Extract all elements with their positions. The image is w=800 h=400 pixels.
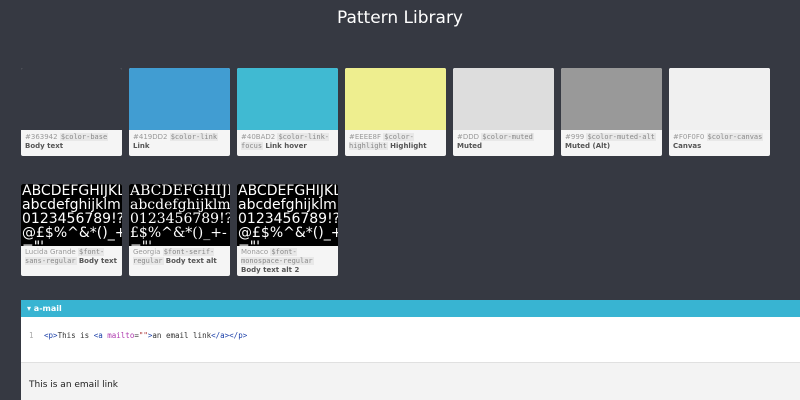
font-sample-card: ABCDEFGHIJKLM abcdefghijklmn 0123456789!… — [237, 184, 338, 276]
line-number: 1 — [29, 331, 34, 340]
font-caption: Monaco $font-monospace-regular Body text… — [237, 246, 338, 276]
color-chip — [453, 68, 554, 130]
code-block: 1 <p>This is <a mailto="">an email link<… — [21, 317, 800, 363]
page-title: Pattern Library — [336, 8, 463, 28]
color-chip — [669, 68, 770, 130]
font-label: Body text alt — [165, 257, 217, 265]
code-token: </a> — [211, 331, 230, 340]
code-token: "" — [138, 331, 148, 340]
font-label: Body text — [78, 257, 117, 265]
color-swatch: #40BAD2 $color-link-focus Link hover — [237, 68, 338, 156]
color-chip — [21, 68, 122, 130]
color-chip — [129, 68, 230, 130]
swatch-label: Highlight — [390, 142, 427, 150]
code-token: = — [134, 331, 139, 340]
pattern-panel-header[interactable]: ▾ a-mail — [21, 300, 800, 317]
swatch-label: Canvas — [673, 142, 702, 150]
swatch-caption: #F0F0F0 $color-canvas Canvas — [669, 130, 770, 154]
swatch-hex: #999 — [565, 133, 585, 141]
swatch-variable: $color-base — [59, 133, 109, 141]
color-swatch: #DDD $color-muted Muted — [453, 68, 554, 156]
code-token: mailto — [107, 331, 135, 340]
swatch-hex: #419DD2 — [133, 133, 168, 141]
code-line: 1 <p>This is <a mailto="">an email link<… — [29, 331, 247, 340]
font-sample-glyphs: ABCDEFGHIJKLM abcdefghijklmnop 012345678… — [129, 184, 230, 246]
font-caption: Georgia $font-serif-regular Body text al… — [129, 246, 230, 268]
color-chip — [345, 68, 446, 130]
swatch-label: Link — [133, 142, 150, 150]
swatch-variable: $color-muted — [481, 133, 534, 141]
code-token: This is — [57, 331, 94, 340]
swatch-hex: #DDD — [457, 133, 480, 141]
swatch-caption: #363942 $color-base Body text — [21, 130, 122, 154]
color-swatch: #F0F0F0 $color-canvas Canvas — [669, 68, 770, 156]
color-chip — [561, 68, 662, 130]
swatch-label: Muted (Alt) — [565, 142, 611, 150]
swatch-hex: #F0F0F0 — [673, 133, 705, 141]
swatch-label: Muted — [457, 142, 483, 150]
swatch-variable: $color-muted-alt — [586, 133, 656, 141]
code-token: <a — [93, 331, 103, 340]
code-token: an email link — [152, 331, 212, 340]
font-sample-glyphs: ABCDEFGHIJKLM abcdefghijklmn 0123456789!… — [237, 184, 338, 246]
font-caption: Lucida Grande $font-sans-regular Body te… — [21, 246, 122, 268]
font-label: Body text alt 2 — [241, 266, 300, 274]
color-chip — [237, 68, 338, 130]
swatch-variable: $color-canvas — [706, 133, 764, 141]
rendered-demo-text: This is an email link — [29, 380, 118, 390]
font-name: Lucida Grande — [25, 248, 76, 256]
swatch-hex: #40BAD2 — [241, 133, 276, 141]
color-swatch: #363942 $color-base Body text — [21, 68, 122, 156]
font-name: Monaco — [241, 248, 269, 256]
swatch-caption: #419DD2 $color-link Link — [129, 130, 230, 154]
swatch-caption: #EEEE8F $color-highlight Highlight — [345, 130, 446, 154]
swatch-hex: #363942 — [25, 133, 58, 141]
color-swatch: #999 $color-muted-alt Muted (Alt) — [561, 68, 662, 156]
swatch-caption: #999 $color-muted-alt Muted (Alt) — [561, 130, 662, 154]
font-sample-card: ABCDEFGHIJKLM abcdefghijklmnop 012345678… — [129, 184, 230, 276]
font-name: Georgia — [133, 248, 161, 256]
swatch-caption: #40BAD2 $color-link-focus Link hover — [237, 130, 338, 154]
swatch-variable: $color-link — [169, 133, 219, 141]
color-swatch: #EEEE8F $color-highlight Highlight — [345, 68, 446, 156]
color-swatch: #419DD2 $color-link Link — [129, 68, 230, 156]
pattern-panel-a-mail: ▾ a-mail 1 <p>This is <a mailto="">an em… — [21, 300, 800, 400]
code-token: > — [147, 331, 153, 340]
swatch-hex: #EEEE8F — [349, 133, 382, 141]
code-token: </p> — [229, 331, 248, 340]
font-sample-glyphs: ABCDEFGHIJKLMN abcdefghijklmnop 01234567… — [21, 184, 122, 246]
swatch-label: Link hover — [265, 142, 307, 150]
font-sample-card: ABCDEFGHIJKLMN abcdefghijklmnop 01234567… — [21, 184, 122, 276]
swatch-label: Body text — [25, 142, 64, 150]
code-token: <p> — [44, 331, 58, 340]
swatch-caption: #DDD $color-muted Muted — [453, 130, 554, 154]
